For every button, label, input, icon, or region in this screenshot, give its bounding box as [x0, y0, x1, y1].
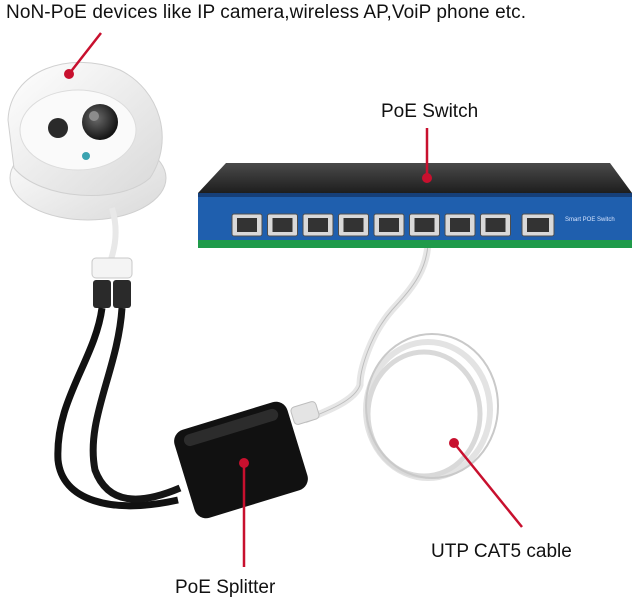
poe-splitter [174, 401, 320, 519]
cable-pointer-line [453, 442, 523, 528]
poe-splitter-label: PoE Splitter [175, 577, 276, 598]
splitter-input-boot [290, 401, 320, 425]
switch-port-cavity-6 [414, 218, 435, 232]
switch-top-trim [198, 193, 632, 197]
utp-cable [303, 215, 499, 481]
non-poe-devices-label: NoN-PoE devices like IP camera,wireless … [6, 2, 527, 23]
utp-cable-label: UTP CAT5 cable [431, 541, 572, 562]
switch-port-cavity-8 [485, 218, 506, 232]
switch-port-cavity-7 [450, 218, 470, 232]
splitter-highlight [183, 408, 279, 447]
switch-port-group [231, 213, 511, 237]
camera-led-icon [82, 152, 90, 160]
camera-pointer-line [68, 32, 102, 75]
camera-pigtail [91, 207, 133, 308]
uplink-port-cavity [527, 218, 549, 232]
pigtail-white-connector [91, 257, 133, 279]
poe-switch-label: PoE Switch [381, 101, 479, 122]
camera-lens-glint [89, 111, 99, 121]
splitter-output-cables [54, 307, 182, 510]
pigtail-rj45-plug-2 [113, 280, 131, 308]
camera-lens-icon [82, 104, 118, 140]
switch-top-face [198, 163, 632, 193]
pigtail-rj45-plug-1 [93, 280, 111, 308]
camera-ir-sensor-icon [48, 118, 68, 138]
ip-camera [7, 61, 167, 221]
camera-ring [19, 89, 137, 171]
switch-port-cavity-2 [272, 218, 293, 232]
cable-coil-3 [365, 333, 499, 479]
switch-port-cavity-1 [237, 218, 257, 232]
poe-switch: Smart POE Switch [198, 163, 632, 248]
cable-coil-2 [365, 349, 483, 479]
switch-port-cavity-3 [308, 218, 328, 232]
switch-green-stripe [198, 240, 632, 248]
switch-brand-text: Smart POE Switch [565, 217, 615, 223]
switch-port-cavity-5 [379, 218, 399, 232]
switch-port-cavity-4 [343, 218, 364, 232]
